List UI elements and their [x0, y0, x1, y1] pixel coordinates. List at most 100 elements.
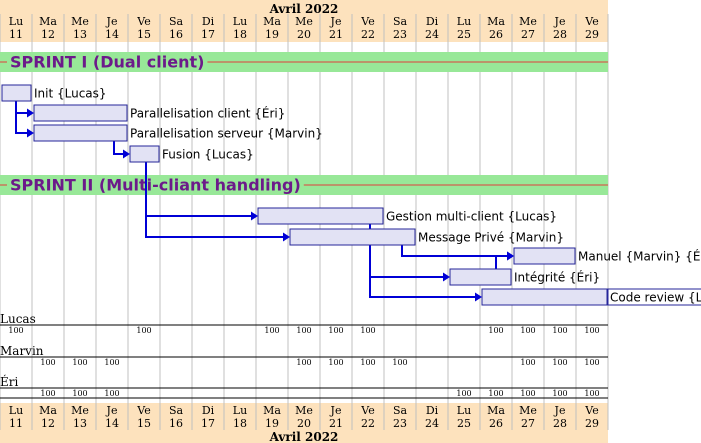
- day-name-top: Me: [519, 15, 537, 28]
- resource-load-value: 100: [360, 326, 375, 335]
- day-num-top: 17: [201, 28, 215, 41]
- resource-load-value: 100: [264, 326, 279, 335]
- task-bar-pclient[interactable]: [33, 104, 128, 122]
- arrow-head: [27, 128, 34, 138]
- day-name-bottom: Ve: [584, 404, 598, 417]
- resource-load-value: 100: [40, 358, 55, 367]
- day-name-top: Me: [295, 15, 313, 28]
- task-label-box: [607, 288, 701, 306]
- day-num-top: 15: [137, 28, 151, 41]
- day-num-top: 19: [265, 28, 279, 41]
- day-num-bottom: 28: [553, 417, 567, 430]
- arrow-head: [123, 149, 130, 159]
- arrow-head: [251, 211, 258, 221]
- sprint-separators: SPRINT I (Dual client)SPRINT II (Multi-c…: [0, 52, 608, 195]
- task-bar-manuel[interactable]: [513, 247, 576, 265]
- day-num-top: 23: [393, 28, 407, 41]
- day-num-bottom: 24: [425, 417, 439, 430]
- task-bars: Init {Lucas} Parallelisation client {Éri}…: [1, 84, 701, 306]
- resource-load-value: 100: [456, 389, 471, 398]
- day-name-bottom: Sa: [393, 404, 408, 417]
- day-name-top: Sa: [393, 15, 408, 28]
- arrow-head: [27, 108, 34, 118]
- month-title-top: Avril 2022: [269, 2, 339, 16]
- day-name-bottom: Ve: [136, 404, 150, 417]
- task-bar-review[interactable]: [481, 288, 608, 306]
- day-num-top: 12: [41, 28, 55, 41]
- resource-load-value: 100: [520, 358, 535, 367]
- resource-load-value: 100: [72, 358, 87, 367]
- task-bar-message[interactable]: [289, 228, 416, 246]
- day-name-top: Je: [554, 15, 566, 28]
- resource-load-value: 100: [552, 389, 567, 398]
- day-name-top: Je: [106, 15, 118, 28]
- day-num-top: 29: [585, 28, 599, 41]
- day-num-top: 13: [73, 28, 87, 41]
- day-name-top: Me: [71, 15, 89, 28]
- day-num-bottom: 20: [297, 417, 311, 430]
- arrow-head: [507, 251, 514, 261]
- day-num-bottom: 17: [201, 417, 215, 430]
- resource-load-value: 100: [584, 326, 599, 335]
- sprint-title-bg: [7, 176, 304, 194]
- resource-load-value: 100: [136, 326, 151, 335]
- dependency-init-pclient: [15, 101, 28, 114]
- resource-load-value: 100: [552, 358, 567, 367]
- day-name-bottom: Di: [426, 404, 439, 417]
- day-num-bottom: 25: [457, 417, 471, 430]
- resource-load-value: 100: [392, 358, 407, 367]
- day-num-bottom: 15: [137, 417, 151, 430]
- day-name-bottom: Me: [71, 404, 89, 417]
- task-bar-pserveur[interactable]: [33, 124, 128, 142]
- day-num-top: 20: [297, 28, 311, 41]
- resource-load-value: 100: [328, 358, 343, 367]
- task-label-fusion: Fusion {Lucas}: [162, 148, 254, 162]
- resource-load-value: 100: [328, 326, 343, 335]
- resource-load-value: 100: [584, 358, 599, 367]
- resource-load-value: 100: [296, 326, 311, 335]
- day-num-top: 26: [489, 28, 503, 41]
- day-num-bottom: 27: [521, 417, 535, 430]
- day-name-top: Di: [426, 15, 439, 28]
- day-num-top: 24: [425, 28, 439, 41]
- day-num-top: 22: [361, 28, 375, 41]
- arrow-head: [283, 232, 290, 242]
- task-bar-integrite[interactable]: [449, 268, 512, 286]
- day-name-bottom: Ma: [39, 404, 57, 417]
- arrow-head: [475, 292, 482, 302]
- resource-name: Lucas: [0, 312, 36, 326]
- day-name-bottom: Ma: [487, 404, 505, 417]
- task-bar-gestion[interactable]: [257, 207, 384, 225]
- day-header: Lu11Lu11Ma12Ma12Me13Me13Je14Je14Ve15Ve15…: [9, 15, 599, 430]
- task-label-init: Init {Lucas}: [34, 87, 107, 101]
- resource-load-value: 100: [360, 358, 375, 367]
- resource-load-value: 100: [296, 358, 311, 367]
- day-name-bottom: Me: [295, 404, 313, 417]
- day-name-bottom: Ma: [263, 404, 281, 417]
- resource-load-value: 100: [488, 326, 503, 335]
- day-num-bottom: 23: [393, 417, 407, 430]
- day-name-bottom: Je: [554, 404, 566, 417]
- resource-load-value: 100: [40, 389, 55, 398]
- dependency-gestion-review: [369, 224, 476, 298]
- day-name-bottom: Di: [202, 404, 215, 417]
- sprint-title-bg: [7, 53, 208, 71]
- day-num-bottom: 14: [105, 417, 119, 430]
- day-num-top: 25: [457, 28, 471, 41]
- day-name-top: Lu: [457, 15, 471, 28]
- header-band-bottom: [0, 403, 608, 443]
- day-num-bottom: 21: [329, 417, 343, 430]
- task-bar-fusion[interactable]: [129, 145, 160, 163]
- task-label-pclient: Parallelisation client {Éri}: [130, 106, 285, 121]
- day-name-top: Ve: [584, 15, 598, 28]
- resource-name: Marvin: [0, 344, 44, 358]
- dependency-pserveur-fusion: [113, 141, 124, 155]
- day-name-bottom: Je: [330, 404, 342, 417]
- header-band-top: [0, 0, 608, 42]
- month-title-bottom: Avril 2022: [269, 430, 339, 443]
- day-num-bottom: 22: [361, 417, 375, 430]
- task-bar-init[interactable]: [1, 84, 32, 102]
- day-num-top: 14: [105, 28, 119, 41]
- arrow-head: [443, 272, 450, 282]
